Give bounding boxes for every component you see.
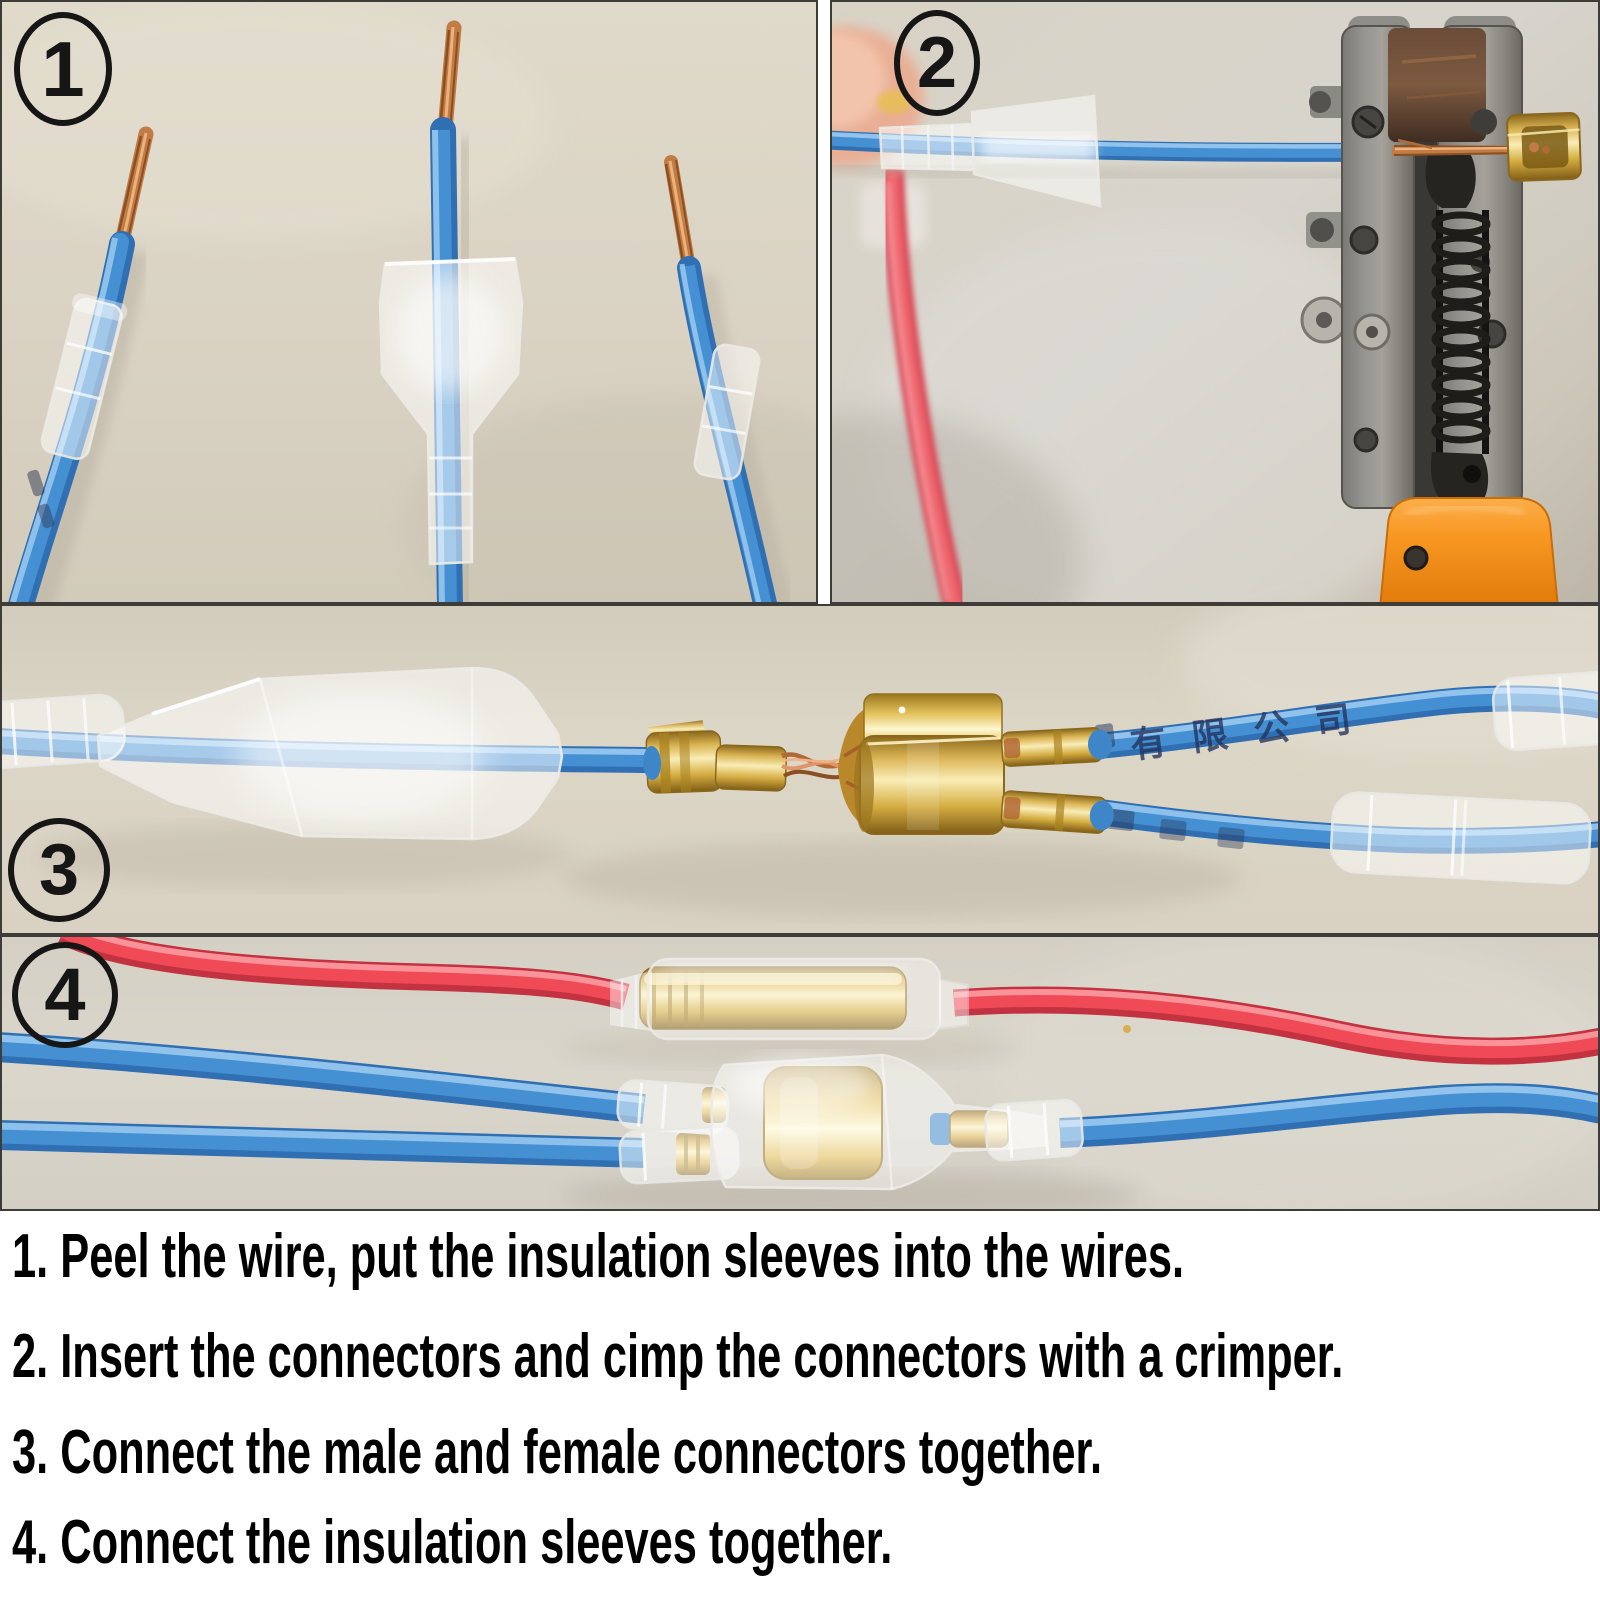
instruction-line-4: 4. Connect the insulation sleeves togeth… bbox=[12, 1508, 893, 1577]
blue-connector-sleeve bbox=[710, 1053, 1048, 1191]
step-3-number: 3 bbox=[38, 830, 80, 910]
step-3-photo: 有限公司 bbox=[0, 604, 1600, 935]
red-wire bbox=[860, 169, 967, 602]
insulation-sleeve-on-wire bbox=[878, 94, 1102, 208]
insulation-sleeve-small-right bbox=[693, 343, 761, 481]
step-4-photo: 4 bbox=[0, 935, 1600, 1211]
insulation-sleeve-small-left bbox=[40, 293, 128, 461]
instruction-text-block: 1. Peel the wire, put the insulation sle… bbox=[0, 1211, 1600, 1600]
red-connector-with-sleeve bbox=[610, 957, 969, 1041]
sleeve-top-right bbox=[1491, 669, 1598, 752]
sleeve-bottom-right bbox=[1329, 791, 1592, 885]
step-4-number: 4 bbox=[44, 953, 86, 1036]
brass-connector-in-jaw bbox=[1506, 112, 1582, 182]
instruction-line-1: 1. Peel the wire, put the insulation sle… bbox=[12, 1222, 1185, 1291]
insulation-sleeve-female-middle bbox=[378, 257, 524, 566]
stripped-wire-middle bbox=[378, 20, 524, 602]
step-1-photo: 1 bbox=[0, 0, 818, 604]
female-insulation-sleeve bbox=[2, 666, 564, 841]
right-top-pin bbox=[1000, 727, 1112, 767]
red-wire-joined bbox=[57, 937, 1598, 1065]
instruction-line-2: 2. Insert the connectors and cimp the co… bbox=[12, 1322, 1344, 1391]
step-3-illustration: 有限公司 bbox=[2, 606, 1598, 933]
stripped-wire-left bbox=[8, 126, 154, 602]
right-bottom-pin bbox=[1000, 790, 1114, 834]
blue-left-crimp-sleeve-bottom bbox=[618, 1125, 740, 1185]
stripped-wire-right bbox=[664, 155, 792, 602]
male-connector bbox=[643, 720, 847, 794]
tool-jaw bbox=[1388, 28, 1486, 142]
step-2-illustration bbox=[832, 2, 1598, 602]
tool-spring bbox=[1431, 210, 1491, 454]
step-2-badge: 2 bbox=[894, 10, 980, 116]
step-2-number: 2 bbox=[916, 23, 958, 103]
tool-handle bbox=[1379, 497, 1559, 602]
step-1-number: 1 bbox=[41, 25, 85, 113]
instruction-line-3: 3. Connect the male and female connector… bbox=[12, 1418, 1103, 1487]
blue-wires-joined bbox=[2, 1032, 1598, 1191]
step-4-illustration bbox=[2, 937, 1598, 1209]
step-1-badge: 1 bbox=[14, 12, 112, 126]
copper-strands bbox=[1391, 138, 1523, 156]
step-2-photo: 2 bbox=[830, 0, 1600, 604]
crimping-tool bbox=[1300, 16, 1559, 602]
blue-right-crimp-sleeve bbox=[984, 1098, 1084, 1162]
step-1-illustration bbox=[2, 2, 816, 602]
step-3-badge: 3 bbox=[8, 818, 110, 922]
tool-cam-hook bbox=[1425, 147, 1476, 208]
female-connector-barrel bbox=[838, 693, 1005, 835]
step-4-badge: 4 bbox=[12, 942, 118, 1048]
